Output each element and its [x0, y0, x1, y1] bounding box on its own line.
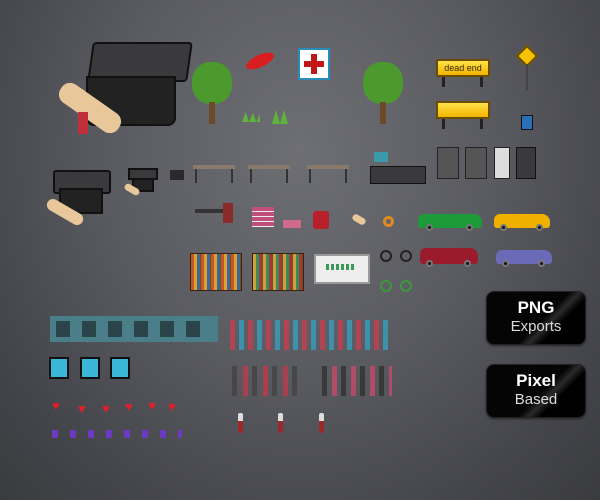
bookshelf-icon	[252, 253, 304, 291]
bicycle-icon	[380, 244, 412, 262]
graduation-cap-medium	[44, 170, 115, 230]
grass-icon	[242, 112, 260, 122]
heart-icon: ♥	[168, 399, 176, 414]
people-group-a	[232, 366, 300, 396]
tree-icon	[192, 62, 232, 126]
car-yellow	[494, 210, 550, 232]
heart-icon: ♥	[102, 401, 110, 416]
tree-icon	[363, 62, 403, 126]
vending-machine-icon	[516, 147, 536, 179]
backpack-icon	[313, 211, 329, 229]
office-desk-chair-icon	[195, 203, 235, 225]
books-stack-icon	[252, 207, 274, 227]
graduation-cap-large	[55, 42, 193, 152]
graduation-cap-small	[123, 168, 158, 198]
donut-icon	[383, 216, 394, 227]
sparkle-row	[52, 430, 182, 438]
heart-icon: ♥	[78, 401, 86, 416]
first-aid-sign-icon	[298, 48, 330, 80]
bicycle-icon	[380, 274, 412, 292]
person-icon	[278, 413, 283, 433]
road-barrier-sign	[436, 101, 490, 119]
monitor-icon	[49, 357, 69, 379]
chili-pepper-icon	[243, 49, 277, 73]
desk-icon	[193, 165, 235, 185]
car-green	[418, 210, 482, 232]
people-crowd	[230, 320, 390, 350]
heart-icon: ♥	[148, 398, 156, 413]
car-purple	[496, 246, 552, 268]
desk-icon	[307, 165, 349, 185]
heart-icon: ♥	[125, 399, 133, 414]
shelf-unit-icon	[437, 147, 459, 179]
grass-icon	[272, 110, 288, 124]
bookshelf-icon	[190, 253, 242, 291]
dead-end-sign: dead end	[436, 59, 490, 77]
car-red	[420, 246, 478, 268]
reception-counter-icon	[370, 150, 426, 184]
scroll-icon	[351, 212, 367, 227]
people-group-b	[322, 366, 392, 396]
vending-machine-icon	[494, 147, 510, 179]
heart-icon: ♥	[52, 398, 60, 413]
graduation-cap-tiny	[170, 170, 184, 180]
person-icon	[319, 413, 324, 433]
whiteboard-icon	[314, 254, 370, 284]
shelf-unit-icon	[465, 147, 487, 179]
person-icon	[238, 413, 243, 433]
monitor-icon	[80, 357, 100, 379]
hearts-row: ♥ ♥ ♥ ♥ ♥ ♥	[52, 398, 192, 416]
monitor-icon	[110, 357, 130, 379]
book-icon	[283, 220, 301, 228]
desk-icon	[248, 165, 290, 185]
trash-can-icon	[521, 115, 533, 130]
